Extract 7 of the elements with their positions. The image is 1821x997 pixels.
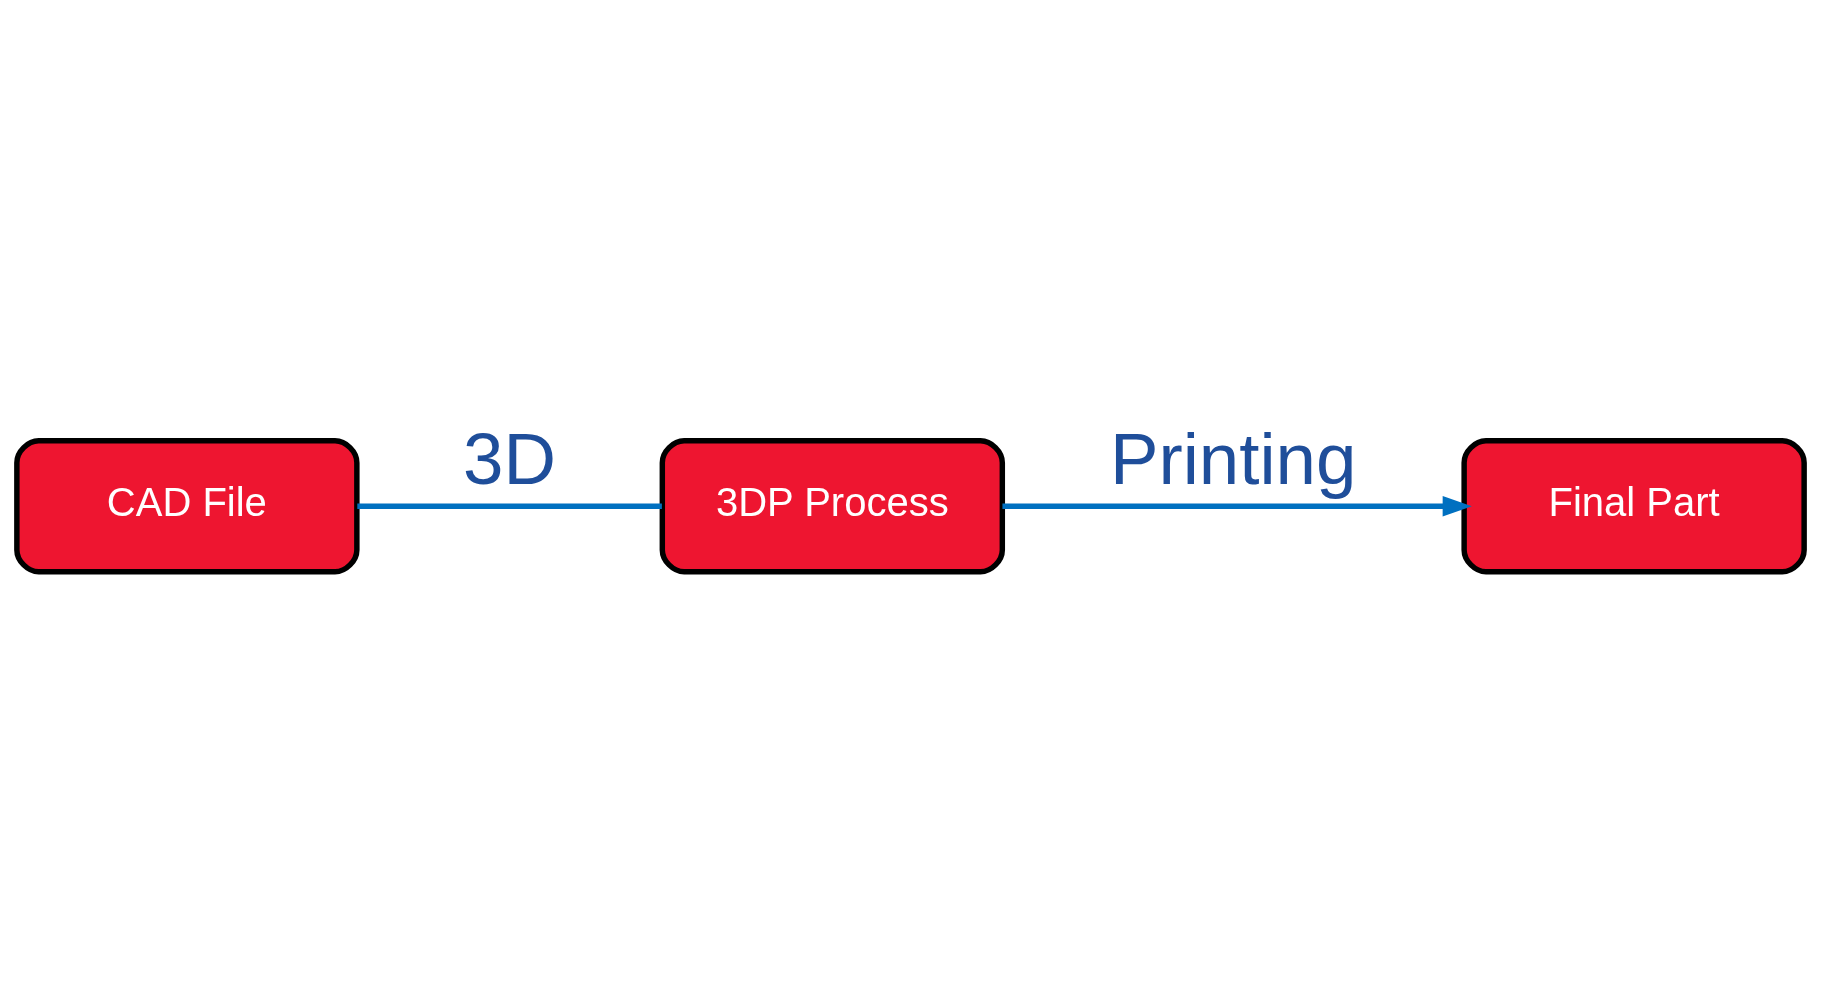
edge-label: Printing	[1109, 417, 1357, 499]
connector	[357, 503, 662, 509]
node-box: CAD File	[14, 437, 360, 574]
edge-label: 3D	[463, 417, 557, 499]
node-box: Final Part	[1461, 437, 1807, 574]
node-box: 3DP Process	[659, 437, 1006, 574]
arrow	[1002, 495, 1472, 516]
